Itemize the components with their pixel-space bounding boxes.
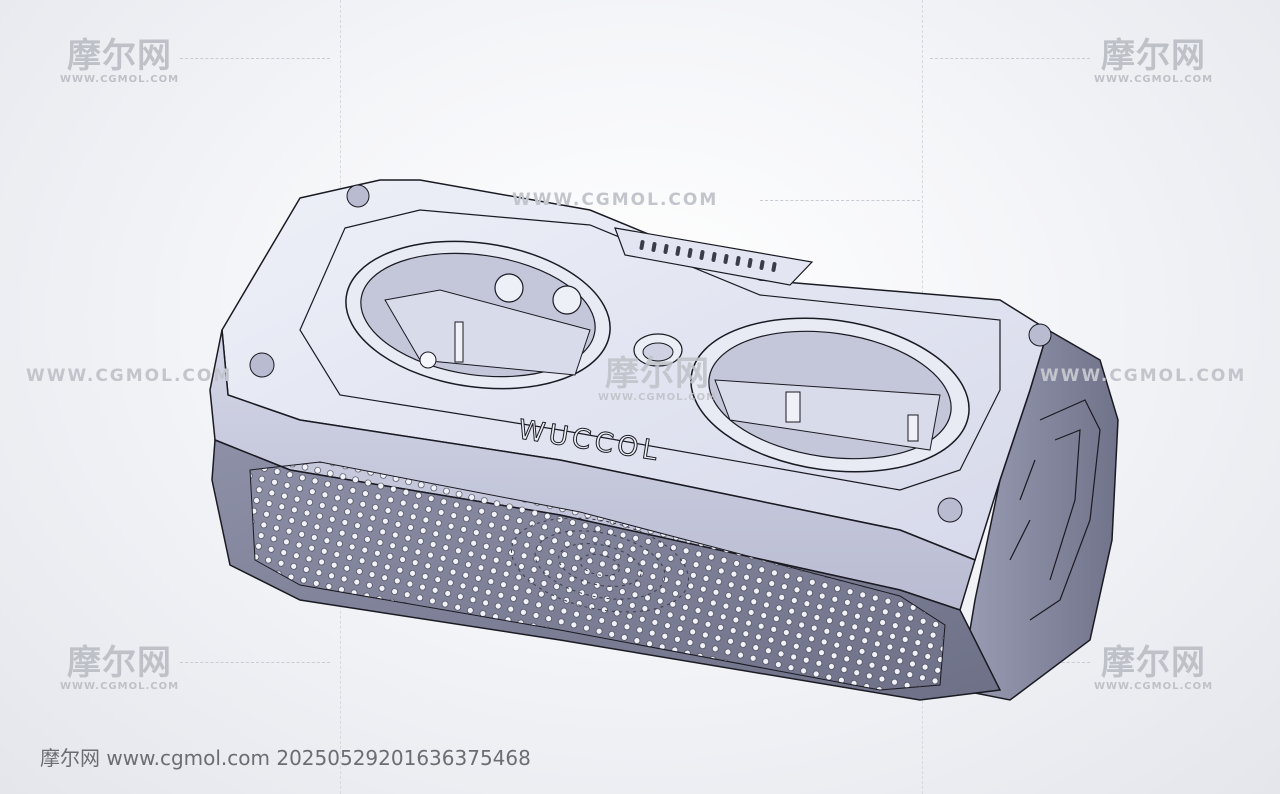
watermark-brand: 摩尔网 — [67, 643, 173, 683]
footer-caption: 摩尔网 www.cgmol.com 20250529201636375468 — [40, 746, 531, 770]
left-cavity-post — [454, 321, 464, 363]
center-button-inner — [642, 342, 674, 362]
watermark-inline-right: WWW.CGMOL.COM — [1040, 366, 1247, 386]
watermark-brand: 摩尔网 — [605, 354, 711, 394]
guide-line-h5 — [760, 200, 920, 201]
watermark-brand: 摩尔网 — [1101, 36, 1207, 76]
left-charging-pin — [494, 273, 524, 303]
corner-screw-icon — [1028, 323, 1052, 347]
guide-line-h2 — [930, 58, 1090, 59]
watermark-url: WWW.CGMOL.COM — [60, 681, 180, 692]
watermark-url: WWW.CGMOL.COM — [1094, 681, 1214, 692]
corner-screw-icon — [346, 184, 370, 208]
watermark-url: WWW.CGMOL.COM — [60, 74, 180, 85]
watermark-inline-top: WWW.CGMOL.COM — [512, 190, 719, 210]
watermark-bottom-right: 摩尔网 WWW.CGMOL.COM — [1094, 645, 1213, 693]
watermark-brand: 摩尔网 — [1101, 643, 1207, 683]
right-cavity-post — [785, 391, 801, 423]
corner-screw-icon — [937, 497, 963, 523]
grille-concentric-rings — [510, 517, 690, 613]
watermark-bottom-left: 摩尔网 WWW.CGMOL.COM — [60, 645, 179, 693]
left-cavity-screw — [419, 351, 437, 369]
top-vent-slots — [639, 240, 777, 272]
watermark-url: WWW.CGMOL.COM — [1094, 74, 1214, 85]
speaker-grille-mesh — [249, 461, 946, 691]
watermark-top-right: 摩尔网 WWW.CGMOL.COM — [1094, 38, 1213, 86]
guide-line-h3 — [180, 662, 330, 663]
watermark-center: 摩尔网 WWW.CGMOL.COM — [598, 356, 717, 404]
left-cavity-floor — [384, 289, 591, 376]
side-panel-ornament — [1009, 399, 1101, 621]
watermark-top-left: 摩尔网 WWW.CGMOL.COM — [60, 38, 179, 86]
top-inner-frame — [299, 209, 1001, 491]
right-cavity-post — [907, 414, 919, 442]
right-cavity-floor — [714, 379, 941, 451]
watermark-url: WWW.CGMOL.COM — [598, 392, 718, 403]
left-charging-pin — [552, 285, 582, 315]
watermark-inline-left: WWW.CGMOL.COM — [26, 366, 233, 386]
watermark-brand: 摩尔网 — [67, 36, 173, 76]
guide-line-h1 — [180, 58, 330, 59]
corner-screw-icon — [249, 352, 275, 378]
